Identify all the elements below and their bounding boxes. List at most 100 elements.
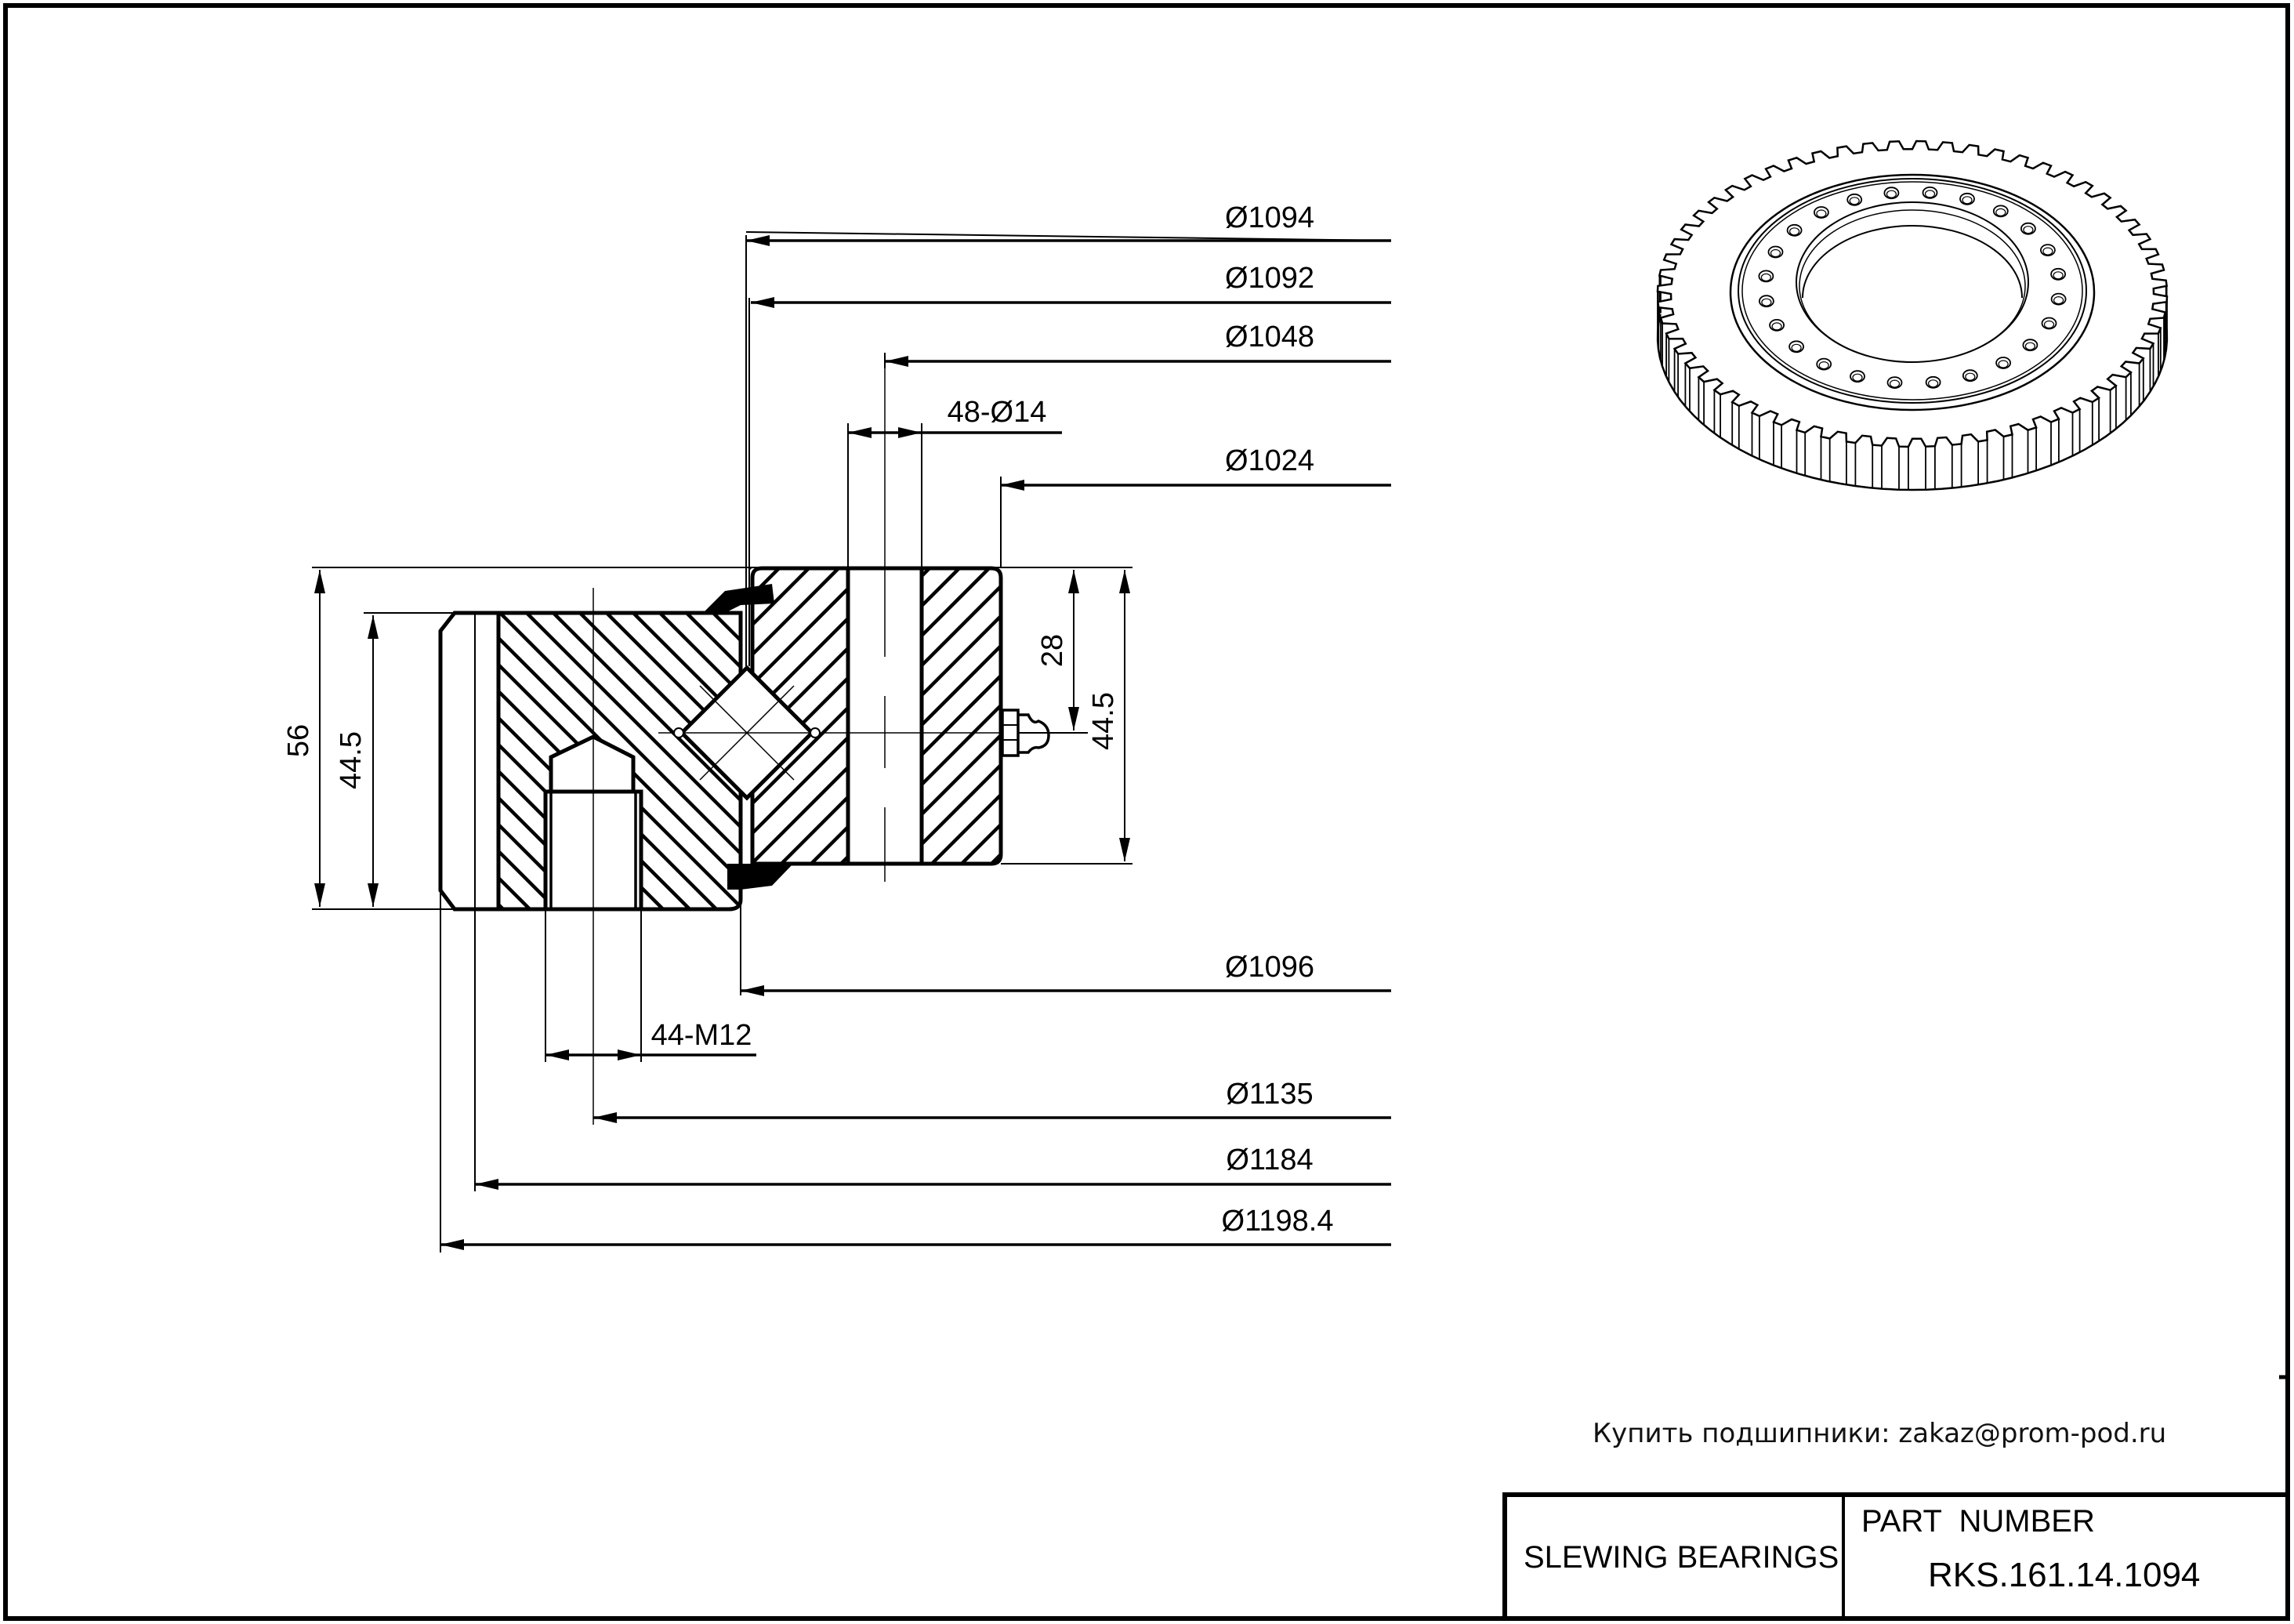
hatch-line: [1313, 560, 1622, 870]
mounting-hole-inner: [1889, 379, 1901, 388]
roller-spacer-right: [810, 727, 821, 738]
mounting-hole: [1788, 340, 1805, 353]
dim-d1024: Ø1024: [1000, 444, 1391, 568]
mounting-hole-inner: [2042, 247, 2053, 256]
mounting-hole: [2041, 317, 2057, 330]
mounting-hole: [1846, 193, 1863, 206]
hatch-line: [757, 604, 1071, 917]
top-seal: [703, 584, 774, 613]
dim-d1096: Ø1096: [741, 951, 1391, 996]
hatch-line: [622, 613, 741, 909]
dim-d1094: Ø1094: [745, 201, 1392, 246]
bearing-3d-view: [1656, 140, 2169, 491]
bore-inner-wall: [1802, 225, 2023, 299]
part-number-value: RKS.161.14.1094: [1928, 1556, 2200, 1594]
dim-44-m12: 44-M12: [545, 909, 756, 1062]
gear-teeth-outline: [1656, 140, 2169, 448]
hatch-line: [1050, 604, 1364, 917]
mounting-hole: [1992, 205, 2009, 218]
mounting-hole-inner: [2023, 226, 2034, 234]
mounting-hole: [1922, 186, 1938, 199]
hatch-line: [498, 613, 699, 909]
mounting-hole: [1769, 318, 1785, 332]
mounting-hole-inner: [1770, 248, 1781, 258]
gear-tooth-faces: [1657, 270, 2168, 490]
inner-ring-hatch-right: [922, 560, 1652, 870]
hatch-line: [1164, 560, 1473, 870]
hatch-line: [1104, 604, 1417, 917]
hatch-line: [984, 560, 1293, 870]
cross-section: [118, 235, 1652, 1125]
hatch-line: [922, 762, 1001, 847]
hatch-line: [1192, 560, 1502, 870]
hatch-line: [922, 672, 1001, 758]
mounting-hole-inner: [2053, 296, 2064, 305]
dim-d1135: Ø1135: [593, 1078, 1391, 1123]
dim-d1092: Ø1092: [751, 262, 1391, 308]
gear-tooth-profile: [438, 611, 498, 912]
dim-28: 28: [1036, 634, 1069, 667]
hatch-line: [676, 613, 741, 909]
inner-ring-outline: [750, 566, 1003, 866]
hatch-line: [649, 613, 741, 909]
hatch-line: [1253, 560, 1563, 870]
mounting-hole: [2022, 339, 2039, 352]
mounting-hole-inner: [1886, 190, 1897, 198]
hatch-line: [1223, 560, 1533, 870]
mounting-hole: [1959, 192, 1975, 205]
hatch-line: [516, 613, 741, 909]
svg-text:44-M12: 44-M12: [651, 1019, 752, 1052]
mounting-hole-inner: [1761, 298, 1772, 306]
mounting-hole-inner: [1995, 208, 2006, 216]
hatch-line: [1104, 560, 1414, 870]
mounting-hole-inner: [1852, 373, 1863, 382]
hatch-line: [749, 568, 848, 864]
mounting-hole: [2039, 244, 2056, 257]
title-category: SLEWING BEARINGS: [1524, 1540, 1839, 1575]
hatch-line: [498, 613, 593, 909]
bottom-seal: [727, 864, 793, 890]
outer-ring-face-edge: [1729, 173, 2096, 411]
hatch-line: [1343, 560, 1652, 870]
mounting-hole: [2050, 267, 2067, 281]
mounting-hole-inner: [1789, 227, 1800, 236]
hatch-line: [171, 604, 484, 917]
hatch-line: [498, 613, 539, 909]
svg-text:Ø1048: Ø1048: [1225, 321, 1314, 353]
mounting-hole: [1767, 245, 1784, 259]
mounting-hole: [1925, 375, 1941, 389]
svg-text:Ø1092: Ø1092: [1225, 262, 1314, 295]
hatch-line: [929, 792, 1001, 864]
part-number-label: PART NUMBER: [1861, 1504, 2095, 1539]
hatch-line: [749, 568, 818, 864]
mounting-hole-inner: [1818, 361, 1829, 370]
hatch-line: [118, 604, 431, 917]
hatch-line: [596, 613, 741, 909]
hatch-line: [1194, 560, 1503, 870]
dim-d1184: Ø1184: [474, 909, 1391, 1191]
hatch-line: [864, 604, 1177, 917]
drawing-frame: [3, 3, 2290, 1621]
dim-d1048: Ø1048: [884, 321, 1391, 368]
svg-text:Ø1094: Ø1094: [1225, 201, 1314, 234]
gear-bottom-edge: [1656, 314, 2169, 491]
dim-44-5-left: 44.5: [335, 731, 368, 789]
mounting-hole-inner: [1962, 196, 1973, 205]
mounting-hole: [1816, 357, 1832, 371]
mounting-hole: [1813, 206, 1829, 219]
mounting-hole-inner: [2043, 320, 2055, 329]
hatch-line: [922, 583, 1001, 669]
mounting-hole-inner: [1760, 273, 1771, 281]
mounting-hole-inner: [1849, 197, 1860, 205]
hatch-line: [498, 613, 566, 909]
mounting-hole-inner: [1924, 190, 1936, 198]
ring-seal-line: [1738, 178, 2087, 404]
hatch-line: [1283, 560, 1593, 870]
dim-d1198-4: Ø1198.4: [440, 890, 1391, 1252]
hatch-line: [1015, 560, 1325, 870]
mounting-hole-inner: [2053, 271, 2064, 280]
roller-spacer-left: [673, 727, 684, 738]
mounting-hole-inner: [1791, 343, 1802, 352]
mounting-hole-inner: [1771, 322, 1782, 331]
